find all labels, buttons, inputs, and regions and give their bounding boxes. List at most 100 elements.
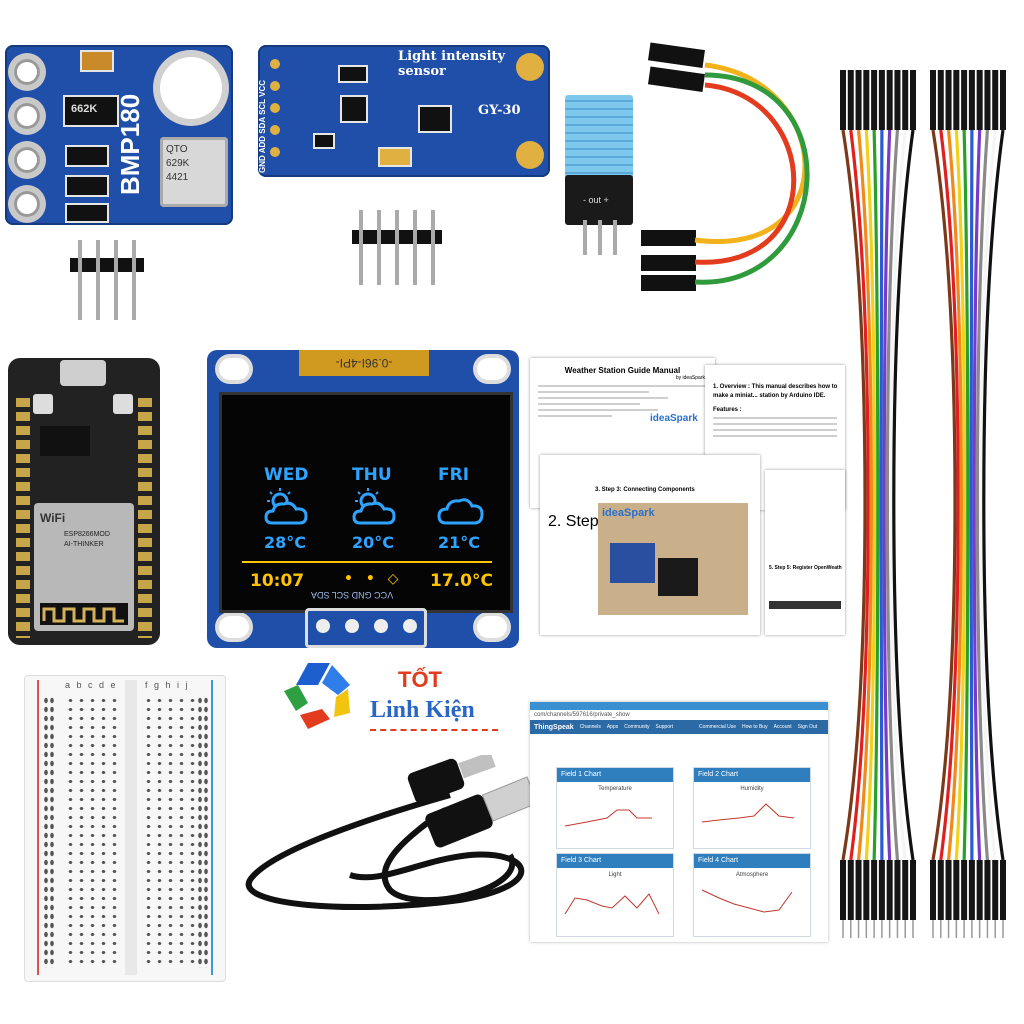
micro-usb-port — [60, 360, 106, 386]
jumper-wire — [962, 129, 970, 861]
jumper-wire — [888, 129, 907, 861]
bmp180-pin-header — [70, 240, 144, 320]
oled-pin-labels: VCC GND SCL SDA — [311, 590, 394, 600]
jumper-wire — [849, 129, 870, 861]
dupont-connector — [886, 70, 893, 130]
dupont-connector — [878, 860, 885, 920]
brand-logo: TỐT Linh Kiện — [278, 655, 508, 740]
dupont-connector — [871, 70, 878, 130]
oled-page-dots: • • ◇ — [344, 571, 403, 587]
reset-button[interactable] — [33, 394, 53, 414]
resistor — [65, 145, 109, 167]
jumper-wire — [978, 129, 997, 861]
mount-hole — [14, 191, 40, 217]
jumper-wire — [882, 129, 892, 861]
dupont-connector — [894, 70, 901, 130]
thingspeak-logo: ThingSpeak — [534, 723, 574, 731]
cloud-icon — [437, 498, 484, 525]
resistor — [65, 175, 109, 197]
gy30-pads — [270, 59, 280, 164]
bmp180-label: BMP180 — [115, 93, 145, 195]
chart-card-light: Field 3 Chart Light — [556, 853, 674, 937]
mount-hole — [14, 147, 40, 173]
mount-hole-large — [160, 57, 222, 119]
gy30-title: Light intensity sensor — [398, 49, 506, 79]
flash-button[interactable] — [113, 394, 133, 414]
oled-temp-1: 28°C — [264, 533, 307, 552]
oled-current-temp: 17.0°C — [430, 571, 493, 591]
brand-main-text: Linh Kiện — [370, 697, 475, 723]
jumper-wire — [892, 129, 915, 861]
jumper-wire — [975, 129, 990, 861]
gy30-pin-header — [352, 210, 442, 285]
oled-screen: WED THU FRI 28°C 20°C 21°C 10:07 • • ◇ 1… — [219, 392, 513, 613]
pin-row-right — [138, 398, 152, 638]
logo-mark-icon — [284, 663, 350, 729]
breadboard-rail-holes — [43, 696, 55, 968]
breadboard-center-channel — [125, 680, 137, 975]
nav-channels[interactable]: Channels — [579, 724, 601, 730]
manual-page-4: 5. Step 5: Register OpenWeath — [765, 470, 845, 635]
dht11-sensor: - out + — [565, 95, 633, 235]
power-rail-red — [37, 680, 39, 975]
manual-brand: ideaSpark — [650, 413, 698, 424]
manual-title: Weather Station Guide Manual — [564, 366, 681, 375]
humidity-sparkline — [701, 803, 795, 823]
dupont-connector — [902, 70, 909, 130]
oled-temp-2: 20°C — [352, 533, 395, 552]
dupont-connector — [886, 860, 893, 920]
resistor — [65, 203, 109, 223]
dupont-connector — [1000, 860, 1006, 920]
usb-cable — [245, 755, 539, 911]
gy30-pin-labels: GND ADD SDA SCL VCC — [258, 79, 267, 173]
regulator-chip: 662K — [63, 95, 119, 127]
dupont-connector — [984, 860, 991, 920]
dupont-connector — [902, 860, 909, 920]
dupont-connector — [847, 860, 854, 920]
oled-day-1: WED — [264, 465, 309, 485]
esp8266-module: WiFi ESP8266MOD AI-THINKER — [34, 503, 134, 631]
dupont-connector — [910, 860, 916, 920]
breadboard-holes-right — [143, 696, 197, 968]
dupont-connector — [863, 860, 870, 920]
nodemcu-esp8266-board: WiFi ESP8266MOD AI-THINKER — [8, 358, 160, 645]
jumper-wire — [982, 129, 1005, 861]
mount-hole — [14, 103, 40, 129]
oled-day-2: THU — [352, 465, 392, 485]
dupont-connector — [847, 70, 854, 130]
dupont-connector — [855, 70, 862, 130]
temperature-sparkline — [564, 809, 652, 827]
jumper-wire — [972, 129, 982, 861]
gy30-model: GY-30 — [478, 103, 521, 118]
dupont-connector — [840, 70, 846, 130]
manual-author: by ideaSpark — [675, 375, 705, 381]
manual-features: Features : — [713, 407, 742, 413]
nav-apps[interactable]: Apps — [606, 724, 619, 730]
dupont-connector — [878, 70, 885, 130]
capacitor — [378, 147, 412, 167]
usb-uart-chip — [40, 426, 90, 456]
brand-top-text: TỐT — [398, 667, 442, 692]
jumper-wire — [864, 129, 877, 861]
thingspeak-navbar: ThingSpeak Channels Apps Community Suppo… — [530, 720, 828, 734]
nav-community[interactable]: Community — [624, 724, 650, 730]
dupont-connector — [871, 860, 878, 920]
nav-account[interactable]: Account — [773, 724, 792, 730]
dupont-connector — [930, 860, 936, 920]
jumper-wire — [885, 129, 900, 861]
dupont-connector — [976, 70, 983, 130]
oled-day-3: FRI — [438, 465, 470, 485]
jumper-wire — [931, 129, 957, 861]
jumper-wire — [954, 129, 967, 861]
chart-card-atmosphere: Field 4 Chart Atmosphere — [693, 853, 811, 937]
jumper-wire-bundles — [840, 70, 1006, 938]
light-sparkline — [564, 893, 660, 915]
nav-support[interactable]: Support — [655, 724, 674, 730]
nav-sign-out[interactable]: Sign Out — [797, 724, 818, 730]
bmp180-sensor-chip: QTO 629K 4421 — [160, 137, 228, 207]
nav-commercial[interactable]: Commercial Use — [699, 724, 736, 730]
nav-how-to-buy[interactable]: How to Buy — [742, 724, 768, 730]
pin-row-left — [16, 398, 30, 638]
dupont-connector — [953, 70, 960, 130]
jumper-wire — [946, 129, 964, 861]
